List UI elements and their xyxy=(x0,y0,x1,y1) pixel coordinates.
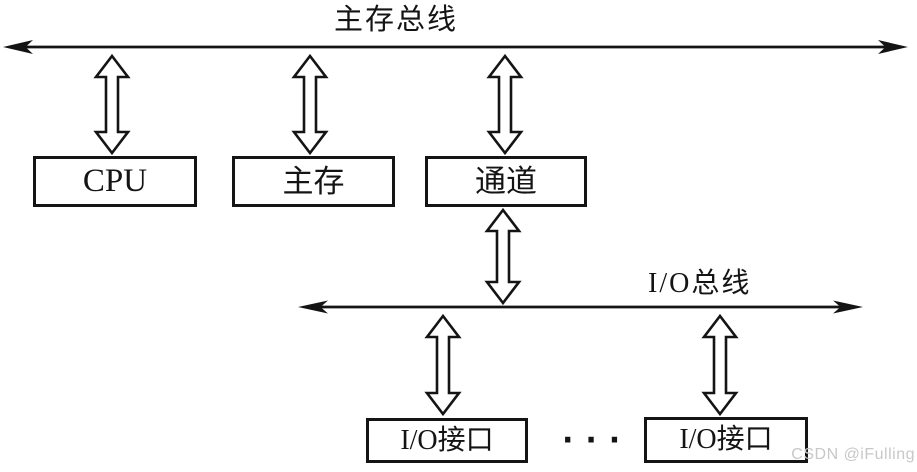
node-main-memory-label: 主存 xyxy=(282,164,345,199)
node-io-interface-2-label: I/O接口 xyxy=(679,424,773,455)
arrowhead-right-icon xyxy=(833,300,863,314)
double-arrow-main-memory-icon xyxy=(291,53,329,156)
io-bus-line xyxy=(298,300,863,314)
double-arrow-io-interface-1-icon xyxy=(424,313,462,417)
double-arrow-cpu-icon xyxy=(93,53,131,156)
node-channel-label: 通道 xyxy=(475,164,537,199)
double-arrow-io-interface-2-icon xyxy=(701,313,739,417)
node-channel: 通道 xyxy=(425,156,587,207)
double-arrow-channel-to-iobus-icon xyxy=(484,207,522,306)
ellipsis: ··· xyxy=(562,423,633,458)
arrowhead-left-icon xyxy=(3,40,33,54)
node-main-memory: 主存 xyxy=(232,156,395,207)
io-bus-label: I/O总线 xyxy=(648,268,752,299)
node-io-interface-1-label: I/O接口 xyxy=(400,424,494,456)
double-arrow-channel-icon xyxy=(486,53,524,156)
node-cpu-label: CPU xyxy=(82,163,148,199)
main-memory-bus-label: 主存总线 xyxy=(334,4,459,36)
watermark: CSDN @iFulling xyxy=(791,446,915,463)
node-io-interface-2: I/O接口 xyxy=(644,417,808,463)
node-cpu: CPU xyxy=(33,156,197,207)
arrowhead-left-icon xyxy=(298,300,328,314)
main-memory-bus-line xyxy=(3,40,908,54)
arrowhead-right-icon xyxy=(878,40,908,54)
node-io-interface-1: I/O接口 xyxy=(366,418,528,463)
